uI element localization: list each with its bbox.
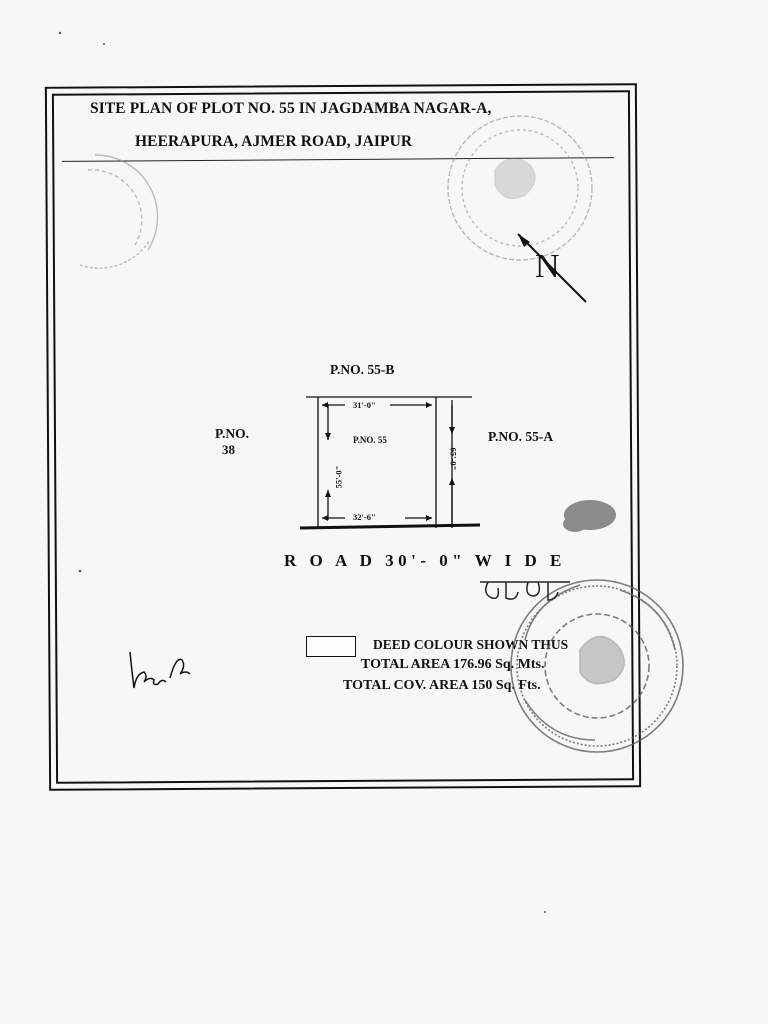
dimension-top: 31'-0" (353, 400, 376, 410)
plot-label-center: P.NO. 55 (353, 435, 387, 445)
total-area: TOTAL AREA 176.96 Sq. Mts. (361, 657, 545, 672)
north-label: N (535, 248, 560, 285)
plot-label-west-number: 38 (222, 442, 235, 457)
dimension-bottom: 32'-6" (353, 512, 376, 522)
plot-label-north: P.NO. 55-B (330, 362, 395, 377)
total-covered-area: TOTAL COV. AREA 150 Sq. Fts. (343, 678, 541, 693)
plot-label-east: P.NO. 55-A (488, 429, 554, 444)
legend-swatch (306, 636, 356, 657)
document-title-line-1: SITE PLAN OF PLOT NO. 55 IN JAGDAMBA NAG… (90, 100, 492, 117)
hindi-handwriting-icon (480, 581, 570, 601)
plot-label-west: P.NO. (215, 426, 250, 441)
road-label: R O A D 30'- 0" W I D E (284, 551, 566, 570)
document-title-line-2: HEERAPURA, AJMER ROAD, JAIPUR (135, 133, 413, 150)
